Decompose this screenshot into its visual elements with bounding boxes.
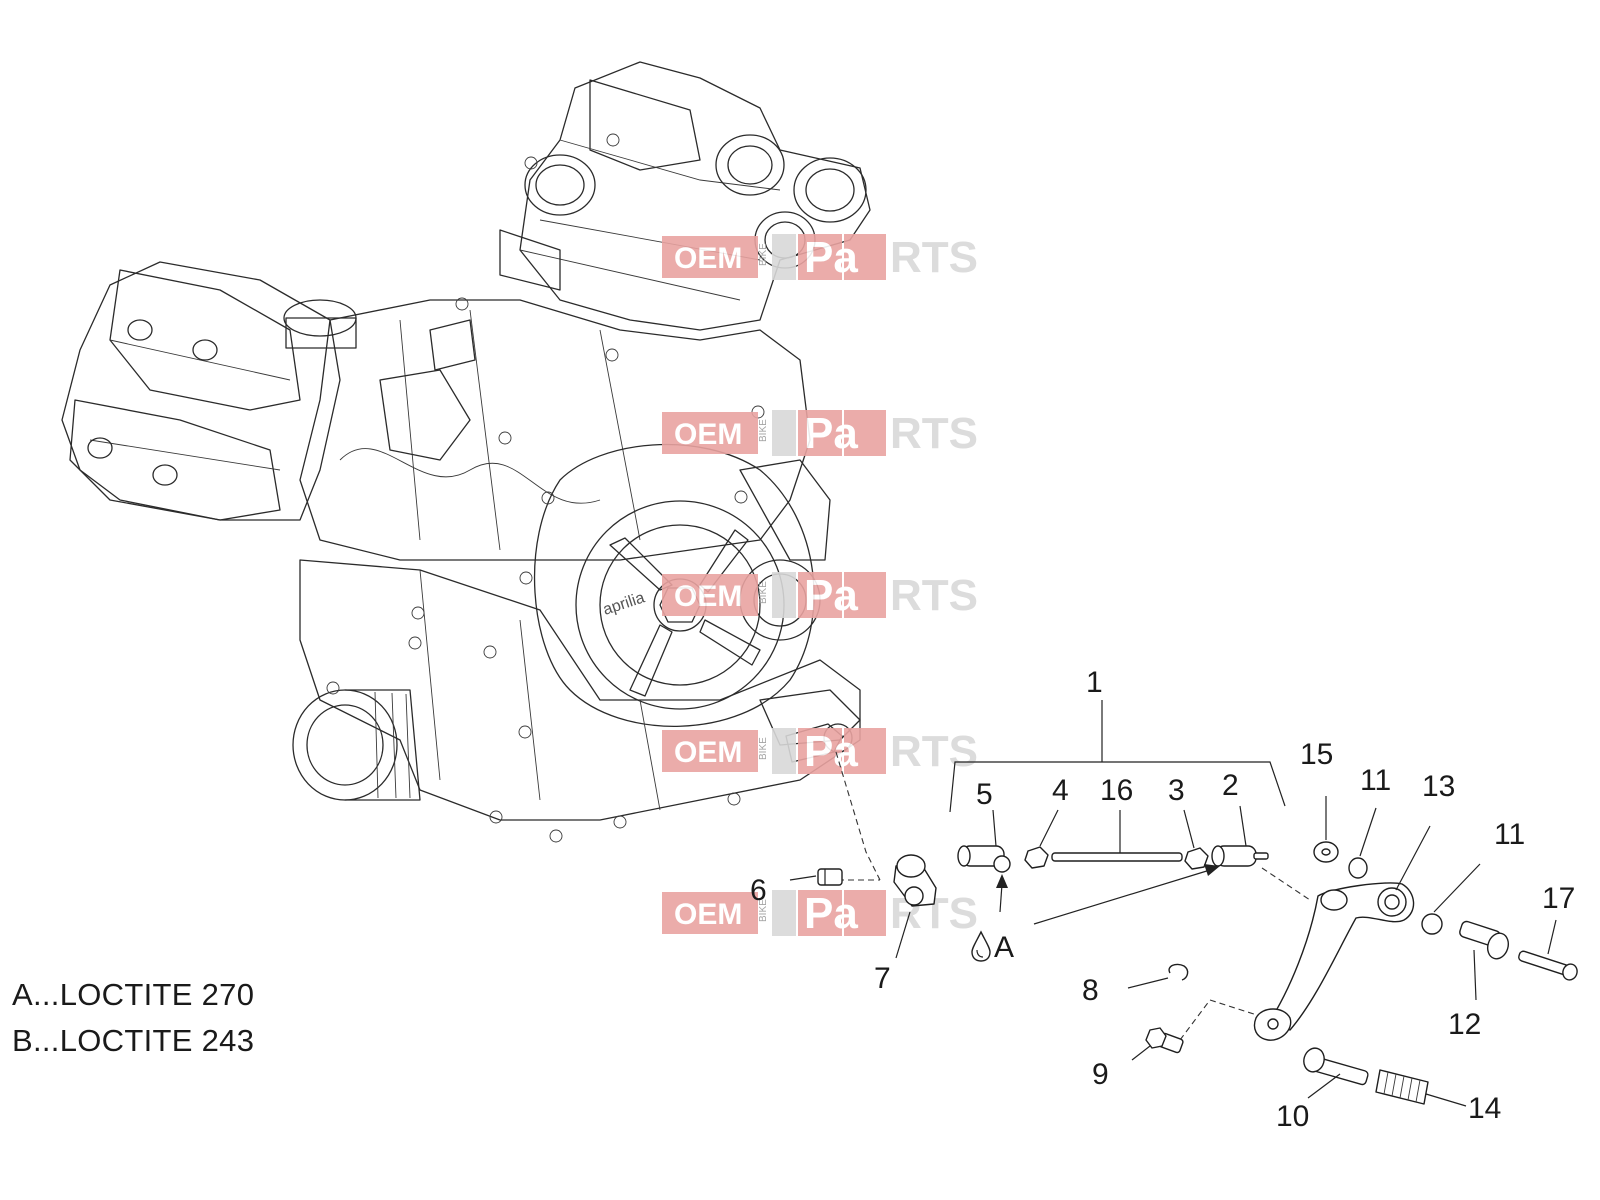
callout-8: 8 — [1082, 974, 1099, 1007]
part-6-screw — [817, 868, 843, 886]
callout-12: 12 — [1448, 1008, 1481, 1041]
watermark-bike-text: BIKE — [758, 243, 769, 266]
assembly-line-pivot-9 — [1173, 999, 1261, 1049]
part-5-ball-joint — [957, 845, 1011, 873]
legend-item-a: A...LOCTITE 270 — [12, 977, 255, 1012]
gearshift-parts: A — [789, 700, 1578, 1107]
callout-9: 9 — [1092, 1058, 1109, 1091]
callout-11-upper: 11 — [1360, 764, 1391, 797]
watermark-pa-text: Pa — [804, 889, 858, 938]
part-16-rod — [1051, 852, 1183, 862]
engine-logo-text: aprilia — [601, 589, 647, 618]
watermark-pa-text: Pa — [804, 727, 858, 776]
watermark-group: OEM Pa RTS BIKE OEM Pa RTS BIKE OEM Pa R… — [662, 233, 978, 938]
adhesive-drop-icon — [971, 930, 991, 962]
callout-7: 7 — [874, 962, 891, 995]
part-14-rubber-peg — [1375, 1069, 1429, 1105]
callout-4: 4 — [1052, 774, 1069, 807]
callout-2: 2 — [1222, 769, 1239, 802]
watermark-oem-text: OEM — [674, 242, 742, 275]
watermark-1: OEM Pa RTS BIKE — [662, 233, 978, 282]
adhesive-marker-a: A — [994, 931, 1014, 964]
callout-16: 16 — [1100, 774, 1133, 807]
watermark-bike-text: BIKE — [758, 737, 769, 760]
callout-1: 1 — [1086, 666, 1103, 699]
callout-14: 14 — [1468, 1092, 1501, 1125]
part-9-screw — [1145, 1027, 1184, 1054]
watermark-rts-text: RTS — [890, 233, 978, 282]
watermark-4: OEM Pa RTS BIKE — [662, 727, 978, 776]
part-12-pivot-pin — [1459, 920, 1510, 960]
watermark-bike-text: BIKE — [758, 581, 769, 604]
watermark-rts-text: RTS — [890, 727, 978, 776]
part-17-bolt — [1518, 950, 1578, 981]
part-11-seal-upper — [1348, 857, 1368, 879]
part-8-circlip — [1168, 963, 1189, 981]
callout-15: 15 — [1300, 738, 1333, 771]
part-13-gear-lever — [1253, 882, 1415, 1041]
part-11-seal-lower — [1421, 913, 1443, 935]
watermark-pa-text: Pa — [804, 233, 858, 282]
watermark-2: OEM Pa RTS BIKE — [662, 409, 978, 458]
watermark-3: OEM Pa RTS BIKE — [662, 571, 978, 620]
watermark-pa-text: Pa — [804, 571, 858, 620]
callout-10: 10 — [1276, 1100, 1309, 1133]
watermark-bike-text: BIKE — [758, 899, 769, 922]
part-10-peg-pin — [1303, 1047, 1369, 1086]
watermark-oem-text: OEM — [674, 898, 742, 931]
part-7-shift-lever — [893, 854, 937, 907]
loctite-a-arrows — [996, 864, 1220, 925]
watermark-pa-text: Pa — [804, 409, 858, 458]
watermark-oem-text: OEM — [674, 418, 742, 451]
watermark-oem-text: OEM — [674, 736, 742, 769]
legend-item-b: B...LOCTITE 243 — [12, 1023, 255, 1058]
assembly-line-rod-to-lever — [1261, 867, 1311, 901]
callout-13: 13 — [1422, 770, 1455, 803]
part-4-nut — [1024, 846, 1049, 869]
part-3-nut — [1184, 847, 1209, 870]
watermark-rts-text: RTS — [890, 409, 978, 458]
assembly-line-shaft-to-lever — [835, 751, 881, 881]
part-15-washer — [1313, 841, 1339, 863]
watermark-bike-text: BIKE — [758, 419, 769, 442]
callout-5: 5 — [976, 778, 993, 811]
callout-11-right: 11 — [1494, 818, 1525, 851]
callout-17: 17 — [1542, 882, 1575, 915]
watermark-rts-text: RTS — [890, 571, 978, 620]
watermark-oem-text: OEM — [674, 580, 742, 613]
callout-6: 6 — [750, 874, 767, 907]
loctite-legend: A...LOCTITE 270 B...LOCTITE 243 — [12, 972, 254, 1064]
assembly-bracket-1 — [949, 761, 1286, 813]
callout-3: 3 — [1168, 774, 1185, 807]
part-2-ball-joint — [1211, 845, 1269, 867]
callout-labels: 1 2 3 4 5 6 7 8 9 10 11 11 12 13 14 15 1… — [750, 666, 1575, 1133]
